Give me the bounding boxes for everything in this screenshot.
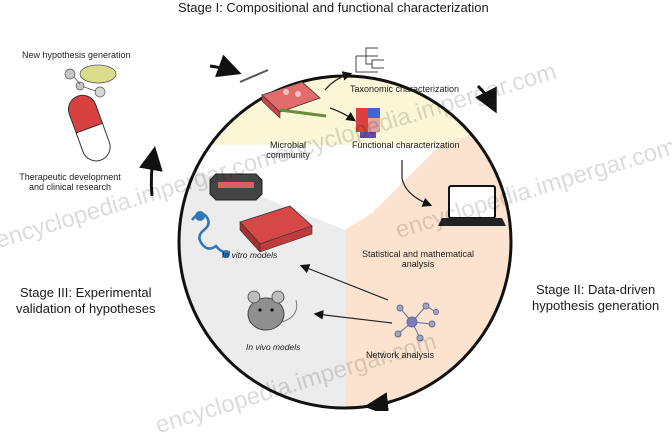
microbe-dish-base xyxy=(261,94,281,119)
in-vivo-label: In vivo models xyxy=(246,342,301,352)
heatmap-block xyxy=(356,108,368,132)
statistical-label-line2: analysis xyxy=(401,259,435,270)
network-node xyxy=(416,334,424,342)
pipette-icon xyxy=(239,69,269,83)
arrow-to-laptop xyxy=(401,160,433,207)
therapeutic-label-line1: Therapeutic development xyxy=(19,172,121,182)
flask-side xyxy=(259,225,313,253)
diagram-canvas xyxy=(64,47,513,417)
heatmap-block xyxy=(368,108,380,118)
network-node xyxy=(433,309,439,315)
molecule-node xyxy=(94,86,106,98)
taxonomic-tree-icon xyxy=(355,47,384,73)
stage2-title-line2: hypothesis generation xyxy=(532,297,660,313)
in-vitro-models-illustration xyxy=(191,173,313,258)
new-hypothesis-illustration xyxy=(64,64,117,98)
circle-sectors xyxy=(179,76,511,408)
mouse-icon xyxy=(247,290,298,331)
functional-label: Functional characterization xyxy=(352,140,460,150)
therapeutic-label: Therapeutic development and clinical res… xyxy=(0,172,140,193)
arrow-to-taxonomic xyxy=(324,71,353,91)
heatmap-block xyxy=(360,132,376,138)
capsule-white-half xyxy=(75,122,111,162)
stage2-title-line1: Stage II: Data-driven xyxy=(535,282,656,297)
statistical-label-line1: Statistical and mathematical xyxy=(361,249,475,259)
microbe-dot xyxy=(295,91,301,97)
taxonomic-label: Taxonomic characterization xyxy=(350,84,460,94)
organoid-cell xyxy=(222,250,230,258)
petri-dish-icon xyxy=(79,64,117,84)
heatmap-block xyxy=(368,118,380,132)
mouse-ear xyxy=(271,290,285,304)
network-node xyxy=(428,320,436,328)
mouse-ear xyxy=(247,290,261,304)
laptop-base xyxy=(438,218,506,226)
mouse-eye xyxy=(270,308,274,312)
microbial-community-label: Microbial community xyxy=(250,140,326,161)
organoid-chain xyxy=(191,212,231,254)
molecule-node xyxy=(75,81,85,91)
stage1-title: Stage I: Compositional and functional ch… xyxy=(178,0,489,15)
arrow-to-invivo xyxy=(313,310,393,324)
ring-arrow-bottom xyxy=(364,392,391,417)
network-node xyxy=(422,302,430,310)
organoid-cell xyxy=(195,211,205,221)
stage2-title: Stage II: Data-driven hypothesis generat… xyxy=(532,282,659,313)
capsule-red-half xyxy=(68,94,104,134)
laptop-icon xyxy=(438,185,506,226)
in-vitro-label: In vitro models xyxy=(222,250,278,260)
statistical-label: Statistical and mathematical analysis xyxy=(358,249,478,270)
mouse-body xyxy=(247,297,285,331)
laptop-screen xyxy=(448,185,496,219)
microbial-label-line1: Microbial xyxy=(269,140,306,150)
microbial-label-line2: community xyxy=(266,150,310,161)
culture-chip-channel xyxy=(218,182,254,188)
tube-icon xyxy=(279,108,327,118)
network-node xyxy=(396,304,404,312)
network-icon xyxy=(394,302,439,342)
stage3-title: Stage III: Experimental validation of hy… xyxy=(16,285,155,316)
ring-arrow-right xyxy=(475,84,497,114)
functional-characterization-icon xyxy=(356,108,380,138)
stage3-title-line1: Stage III: Experimental xyxy=(19,285,152,300)
new-hypothesis-label: New hypothesis generation xyxy=(22,50,131,60)
stage3-title-line2: validation of hypotheses xyxy=(16,300,156,316)
ring-arrow-left xyxy=(139,146,163,197)
network-node xyxy=(406,316,418,328)
mouse-eye xyxy=(258,308,262,312)
molecule-bond xyxy=(73,76,81,85)
therapeutic-label-line2: and clinical research xyxy=(28,182,112,193)
tree-branches xyxy=(355,47,384,73)
network-label: Network analysis xyxy=(366,350,435,360)
molecule-bond xyxy=(83,86,97,92)
network-node xyxy=(394,330,402,338)
ring-arrow-top xyxy=(209,54,242,78)
capsule-icon xyxy=(68,94,111,162)
molecule-icon xyxy=(64,68,76,80)
mouse-tail xyxy=(281,299,298,323)
microbial-community-illustration xyxy=(239,69,327,119)
arrow-to-functional xyxy=(329,107,356,122)
arrow-to-invitro xyxy=(299,264,389,301)
microbe-dot xyxy=(283,89,289,95)
